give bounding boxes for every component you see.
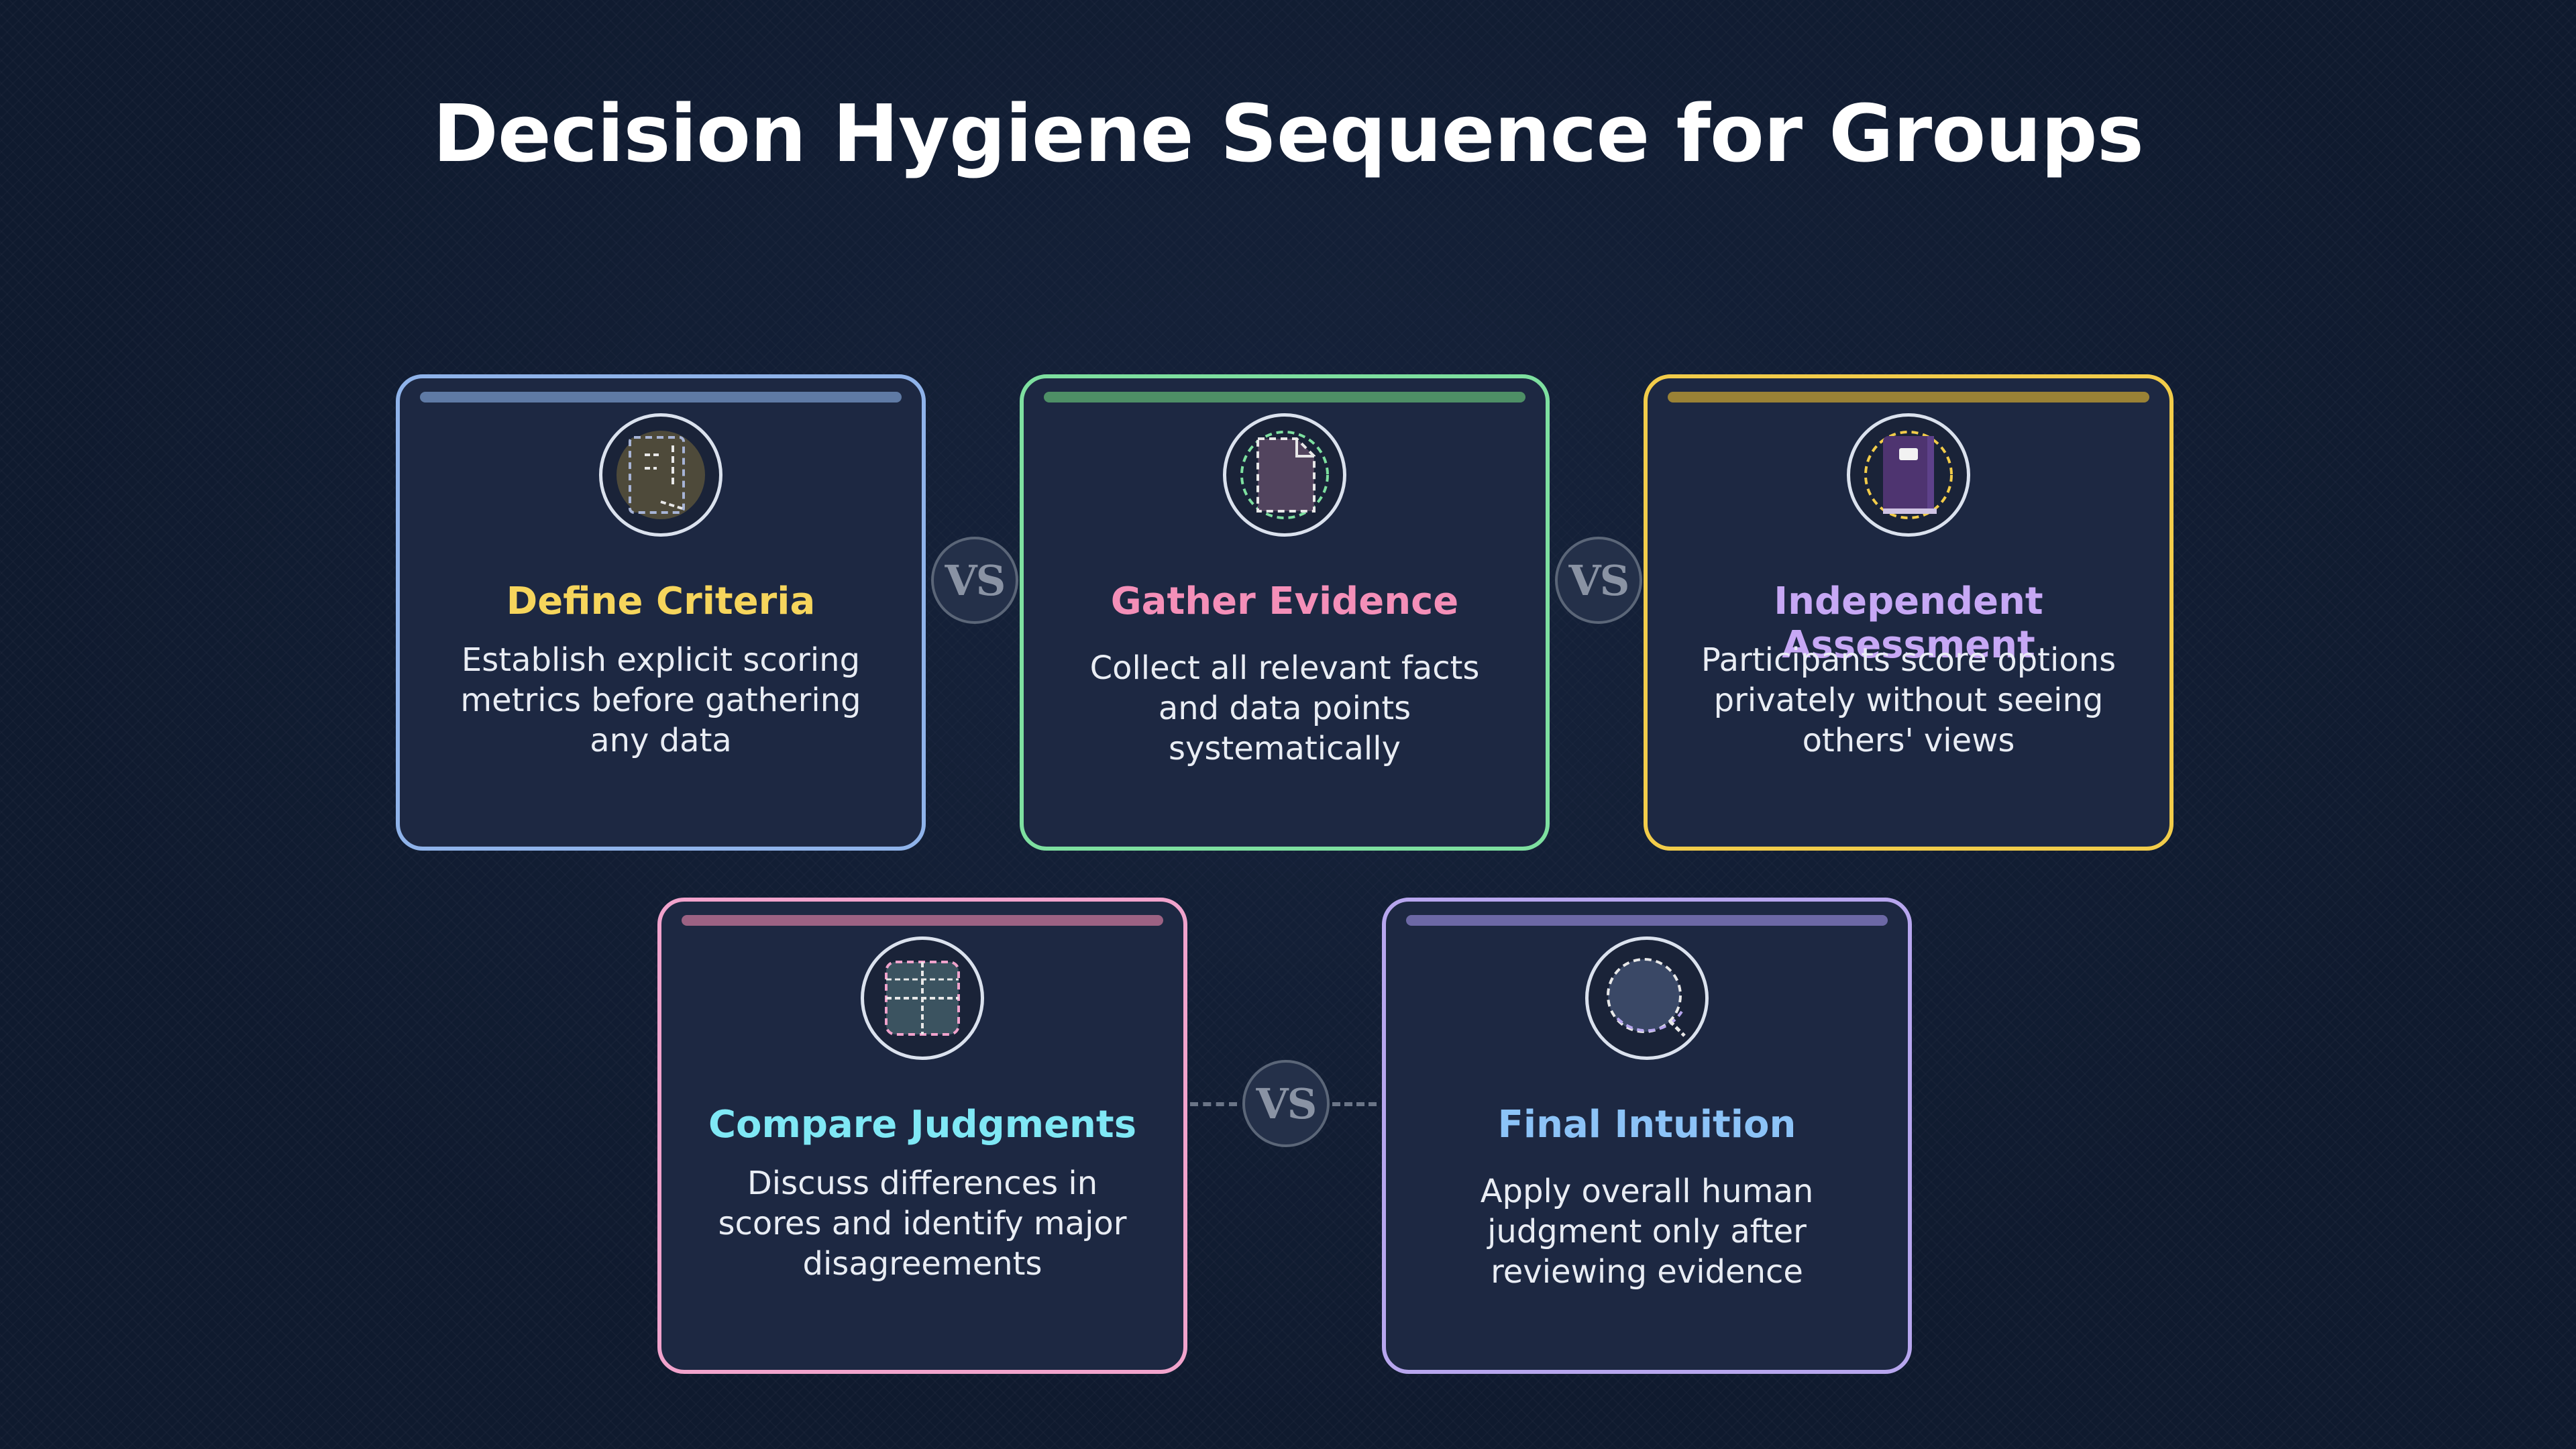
vs-label: VS <box>945 555 1006 605</box>
step-description: Establish explicit scoring metrics befor… <box>460 641 861 759</box>
vs-label: VS <box>1568 555 1630 605</box>
step-title: Define Criteria <box>506 580 816 623</box>
step-description: Collect all relevant facts and data poin… <box>1089 649 1480 767</box>
vs-badge-1-2: VS <box>931 537 1018 624</box>
step-card-gather-evidence: Gather Evidence Collect all relevant fac… <box>1020 374 1550 851</box>
step-description: Apply overall human judgment only after … <box>1480 1173 1814 1291</box>
page-title: Decision Hygiene Sequence for Groups <box>432 87 2144 180</box>
notebook-icon <box>1847 413 1970 537</box>
vs-badge-4-5: VS <box>1242 1060 1330 1147</box>
card-accent-bar <box>420 392 902 402</box>
table-icon <box>861 936 984 1060</box>
step-description: Discuss differences in scores and identi… <box>718 1165 1127 1283</box>
step-card-compare-judgments: Compare Judgments Discuss differences in… <box>657 898 1187 1374</box>
card-accent-bar <box>682 915 1163 926</box>
step-title: Gather Evidence <box>1110 580 1459 623</box>
vs-badge-2-3: VS <box>1555 537 1642 624</box>
clipboard-icon <box>599 413 722 537</box>
step-card-independent-assessment: Independent Assessment Participants scor… <box>1644 374 2174 851</box>
step-title: Final Intuition <box>1497 1103 1796 1146</box>
step-card-final-intuition: Final Intuition Apply overall human judg… <box>1382 898 1912 1374</box>
magnifier-icon <box>1585 936 1709 1060</box>
dashed-connector-right <box>1332 1102 1377 1106</box>
dashed-connector-left <box>1190 1102 1237 1106</box>
step-description: Participants score options privately wit… <box>1701 641 2116 759</box>
step-title: Compare Judgments <box>708 1103 1137 1146</box>
step-title: Independent Assessment <box>1774 580 2043 667</box>
step-card-define-criteria: Define Criteria Establish explicit scori… <box>396 374 926 851</box>
card-accent-bar <box>1406 915 1888 926</box>
vs-label: VS <box>1256 1079 1318 1128</box>
document-icon <box>1223 413 1346 537</box>
card-accent-bar <box>1668 392 2149 402</box>
card-accent-bar <box>1044 392 1525 402</box>
